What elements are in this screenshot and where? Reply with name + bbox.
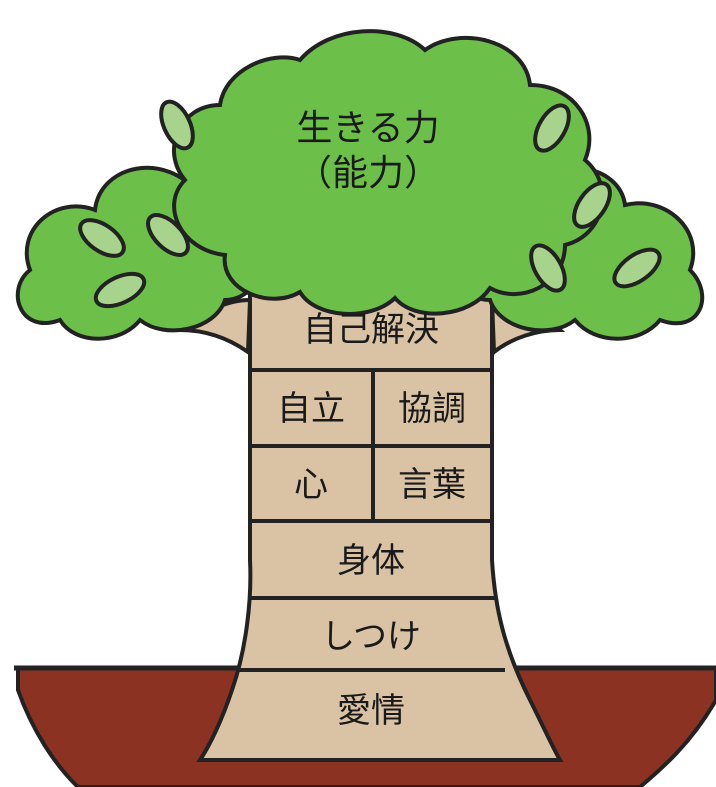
trunk-label-independence: 自立 [277, 389, 345, 429]
trunk-dividers [238, 368, 505, 672]
trunk-label-heart: 心 [294, 465, 328, 505]
trunk-label-words: 言葉 [398, 465, 466, 505]
canopy-subtitle: （能力） [296, 153, 440, 194]
leaf-icon [612, 247, 662, 289]
trunk [196, 286, 564, 762]
leaf-icon [146, 213, 190, 257]
trunk-label-body: 身体 [337, 541, 405, 581]
trunk-label-self-solving: 自己解決 [303, 310, 439, 350]
leaf-icons [78, 99, 662, 309]
leaf-icon [533, 103, 571, 153]
canopy-main [172, 29, 605, 316]
leaf-icon [159, 99, 195, 151]
canopy-title: 生きる力 [296, 108, 439, 149]
trunk-label-discipline: しつけ [321, 617, 421, 657]
leaf-icon [78, 218, 126, 258]
leaf-icon [572, 181, 612, 229]
leaf-icon [93, 271, 147, 309]
trunk-label-love: 愛情 [337, 691, 405, 731]
leaf-icon [529, 243, 567, 293]
trunk-label-cooperation: 協調 [398, 389, 466, 429]
